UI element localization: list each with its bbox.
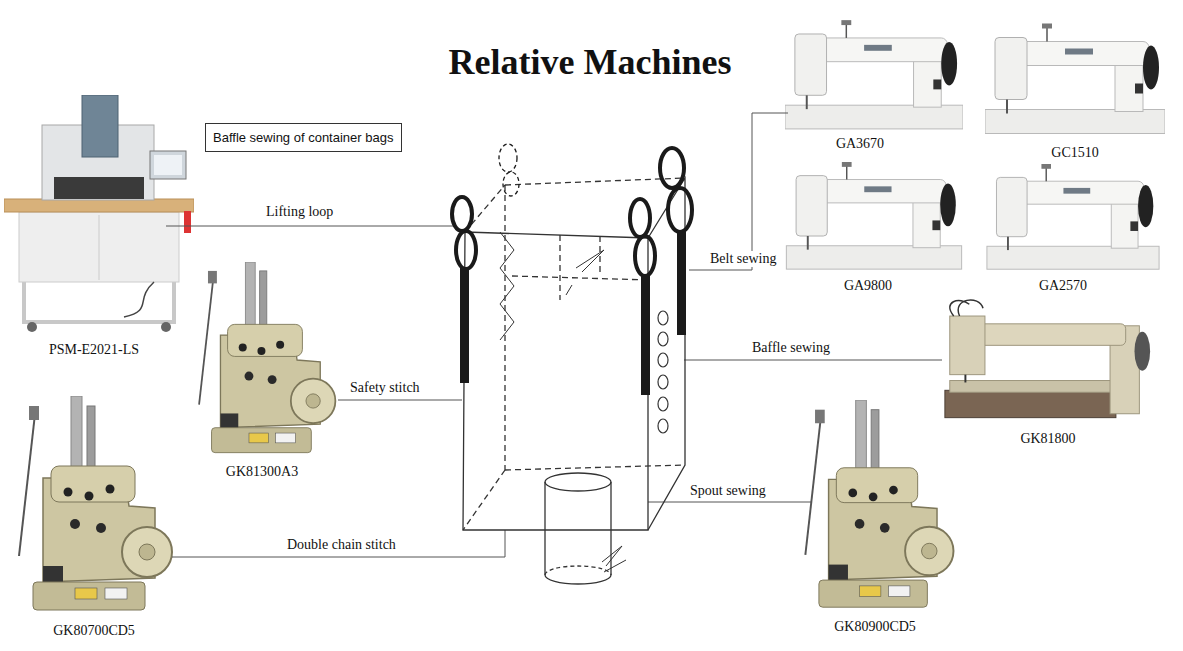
machine-picture	[805, 400, 953, 607]
container-bag	[463, 178, 685, 584]
machine-picture	[985, 24, 1165, 134]
model-label: GK80900CD5	[834, 619, 916, 635]
model-label: GA9800	[844, 278, 892, 294]
model-label: GC1510	[1051, 145, 1098, 161]
model-label: PSM-E2021-LS	[49, 342, 139, 358]
machine-picture	[199, 262, 335, 453]
model-label: GK81300A3	[226, 464, 298, 480]
model-label: GK81800	[1020, 431, 1075, 447]
part-label: Safety stitch	[350, 380, 420, 396]
page-title: Relative Machines	[449, 42, 732, 82]
caption-box: Baffle sewing of container bags	[205, 123, 402, 152]
machine-picture	[785, 20, 963, 129]
model-label: GA2570	[1039, 278, 1087, 294]
machine-picture	[987, 164, 1159, 269]
model-label: GA3670	[836, 136, 884, 152]
machine-picture	[945, 300, 1150, 418]
part-label: Belt sewing	[708, 251, 779, 267]
box-text: Baffle sewing of container bags	[213, 129, 394, 146]
part-label: Double chain stitch	[287, 537, 396, 553]
part-label: Spout sewing	[690, 483, 766, 499]
leader-lines	[166, 113, 942, 557]
machine-picture	[4, 95, 194, 332]
machine-picture	[786, 162, 961, 269]
lifting-loops	[452, 144, 692, 395]
model-label: GK80700CD5	[53, 623, 135, 639]
part-label: Baffle sewing	[752, 340, 830, 356]
machine-picture	[19, 396, 172, 610]
part-label: Lifting loop	[266, 204, 333, 220]
